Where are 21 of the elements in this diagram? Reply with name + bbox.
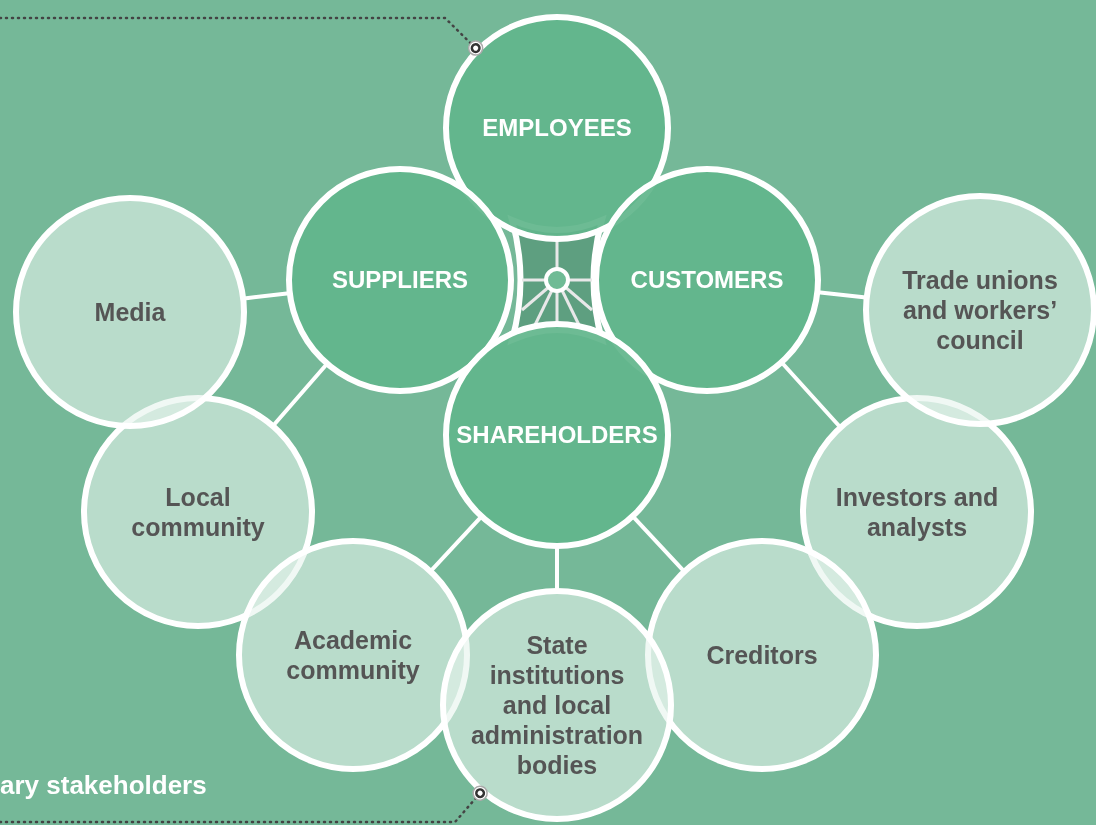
stakeholder-name: Local community [130, 482, 266, 542]
leader-line [430, 516, 482, 572]
stakeholder-name: Trade unions and workers’ council [901, 265, 1059, 355]
stakeholder-name: CUSTOMERS [630, 265, 784, 295]
leader-line [632, 516, 685, 572]
stakeholder-name: EMPLOYEES [482, 113, 632, 143]
leader-line [555, 547, 559, 590]
stakeholder-name: SHAREHOLDERS [456, 420, 658, 450]
leader-line [781, 362, 841, 428]
leader-line [272, 364, 328, 426]
leader-line [0, 784, 489, 824]
leader-line [0, 16, 484, 57]
stakeholder-name: Media [94, 297, 166, 327]
stakeholder-name: State institutions and local administration bodies [469, 630, 645, 780]
leader-line [244, 291, 289, 301]
stakeholder-name: SUPPLIERS [332, 265, 468, 295]
stakeholder-name: Academic community [285, 625, 421, 685]
leader-line [818, 290, 866, 300]
stakeholder-name: Creditors [706, 640, 818, 670]
stakeholder-name: Investors and analysts [834, 482, 1000, 542]
section-label: ary stakeholders [0, 770, 207, 801]
